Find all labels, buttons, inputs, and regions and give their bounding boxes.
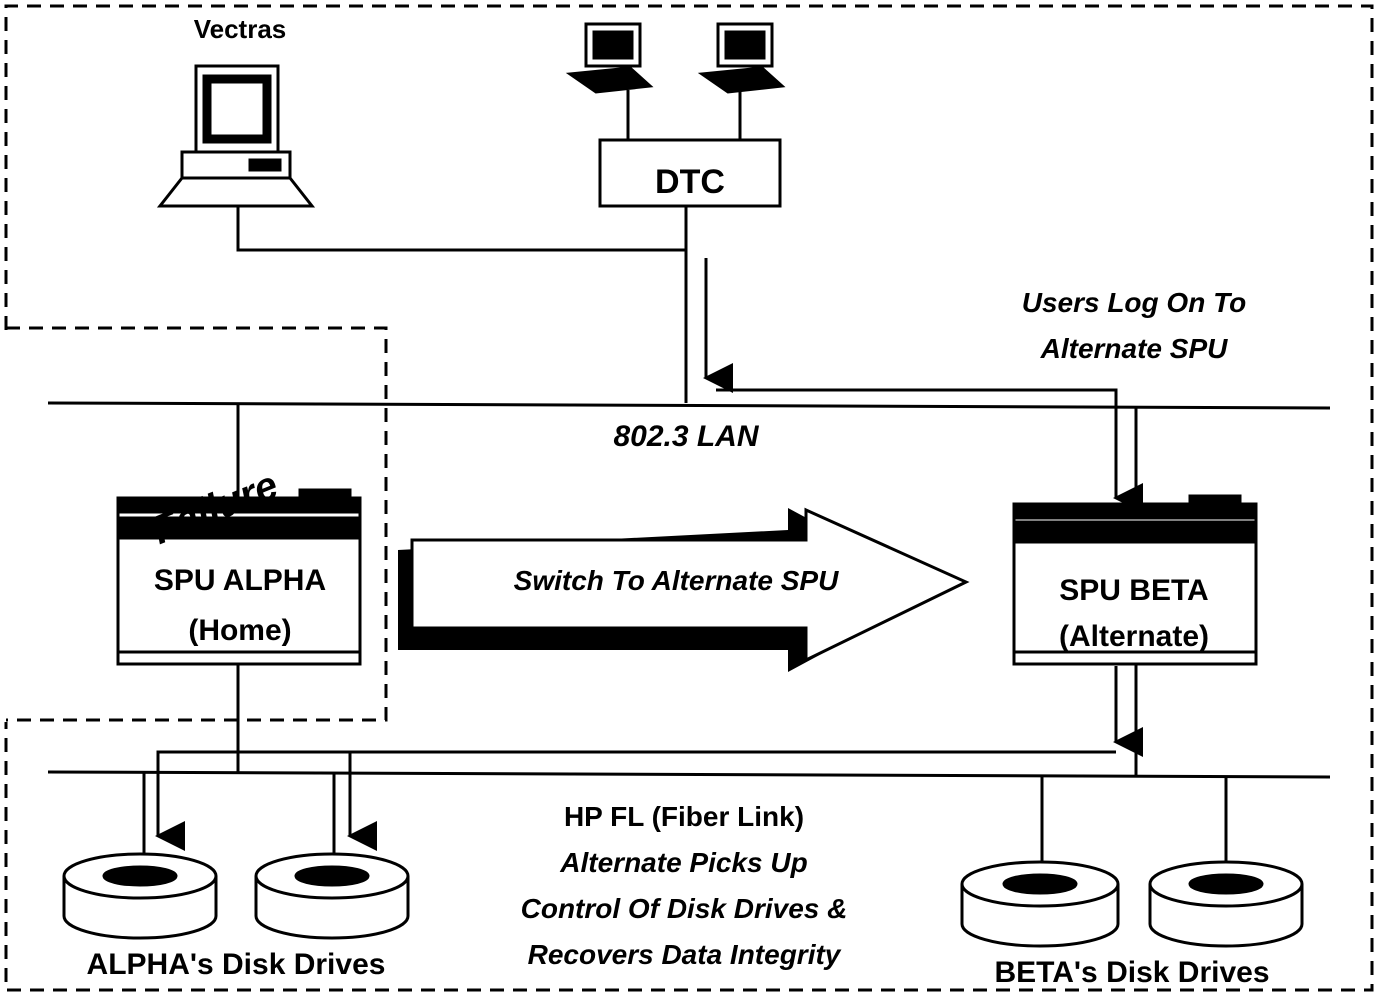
terminal-icon [565, 22, 654, 94]
user-logon-arrow-path [716, 388, 1143, 513]
control-of-disks-label: Control Of Disk Drives & [521, 893, 848, 924]
switch-label: Switch To Alternate SPU [514, 565, 839, 596]
spu-beta-alternate-label: (Alternate) [1059, 620, 1209, 653]
disk-drive-icon [62, 852, 218, 940]
hp-fl-label: HP FL (Fiber Link) [564, 801, 804, 832]
vectras-label: Vectras [194, 14, 287, 44]
terminal-icon [697, 22, 786, 94]
spu-beta-icon [1012, 494, 1258, 666]
boundary-regions [4, 4, 1374, 992]
takeover-path [155, 750, 1116, 851]
disk-drive-icon [254, 852, 410, 940]
beta-disks-label: BETA's Disk Drives [994, 956, 1269, 989]
fiber-link-bus [47, 770, 1331, 779]
vectra-icon [156, 64, 316, 208]
alpha-disks-label: ALPHA's Disk Drives [87, 948, 386, 981]
spu-alpha-icon [116, 488, 362, 666]
disk-drive-icon [1148, 860, 1304, 948]
switch-arrow [398, 507, 970, 672]
lan-bus [47, 401, 1331, 410]
vectra-lan-cable [236, 206, 686, 252]
alternate-picks-up-label: Alternate Picks Up [559, 847, 807, 878]
spu-alpha-label: SPU ALPHA [154, 564, 326, 597]
spu-beta-label: SPU BETA [1059, 574, 1208, 607]
spu-alpha-home-label: (Home) [188, 614, 291, 647]
home-site-boundary [6, 326, 388, 722]
dtc-label: DTC [655, 163, 725, 201]
lan-label: 802.3 LAN [613, 420, 759, 453]
disk-drive-icon [960, 860, 1120, 948]
dtc-box [598, 138, 782, 208]
alternate-spu-label: Alternate SPU [1040, 333, 1228, 364]
recovers-data-label: Recovers Data Integrity [528, 939, 842, 970]
outer-dashed-boundary [4, 4, 1374, 992]
users-log-on-label: Users Log On To [1022, 287, 1247, 318]
